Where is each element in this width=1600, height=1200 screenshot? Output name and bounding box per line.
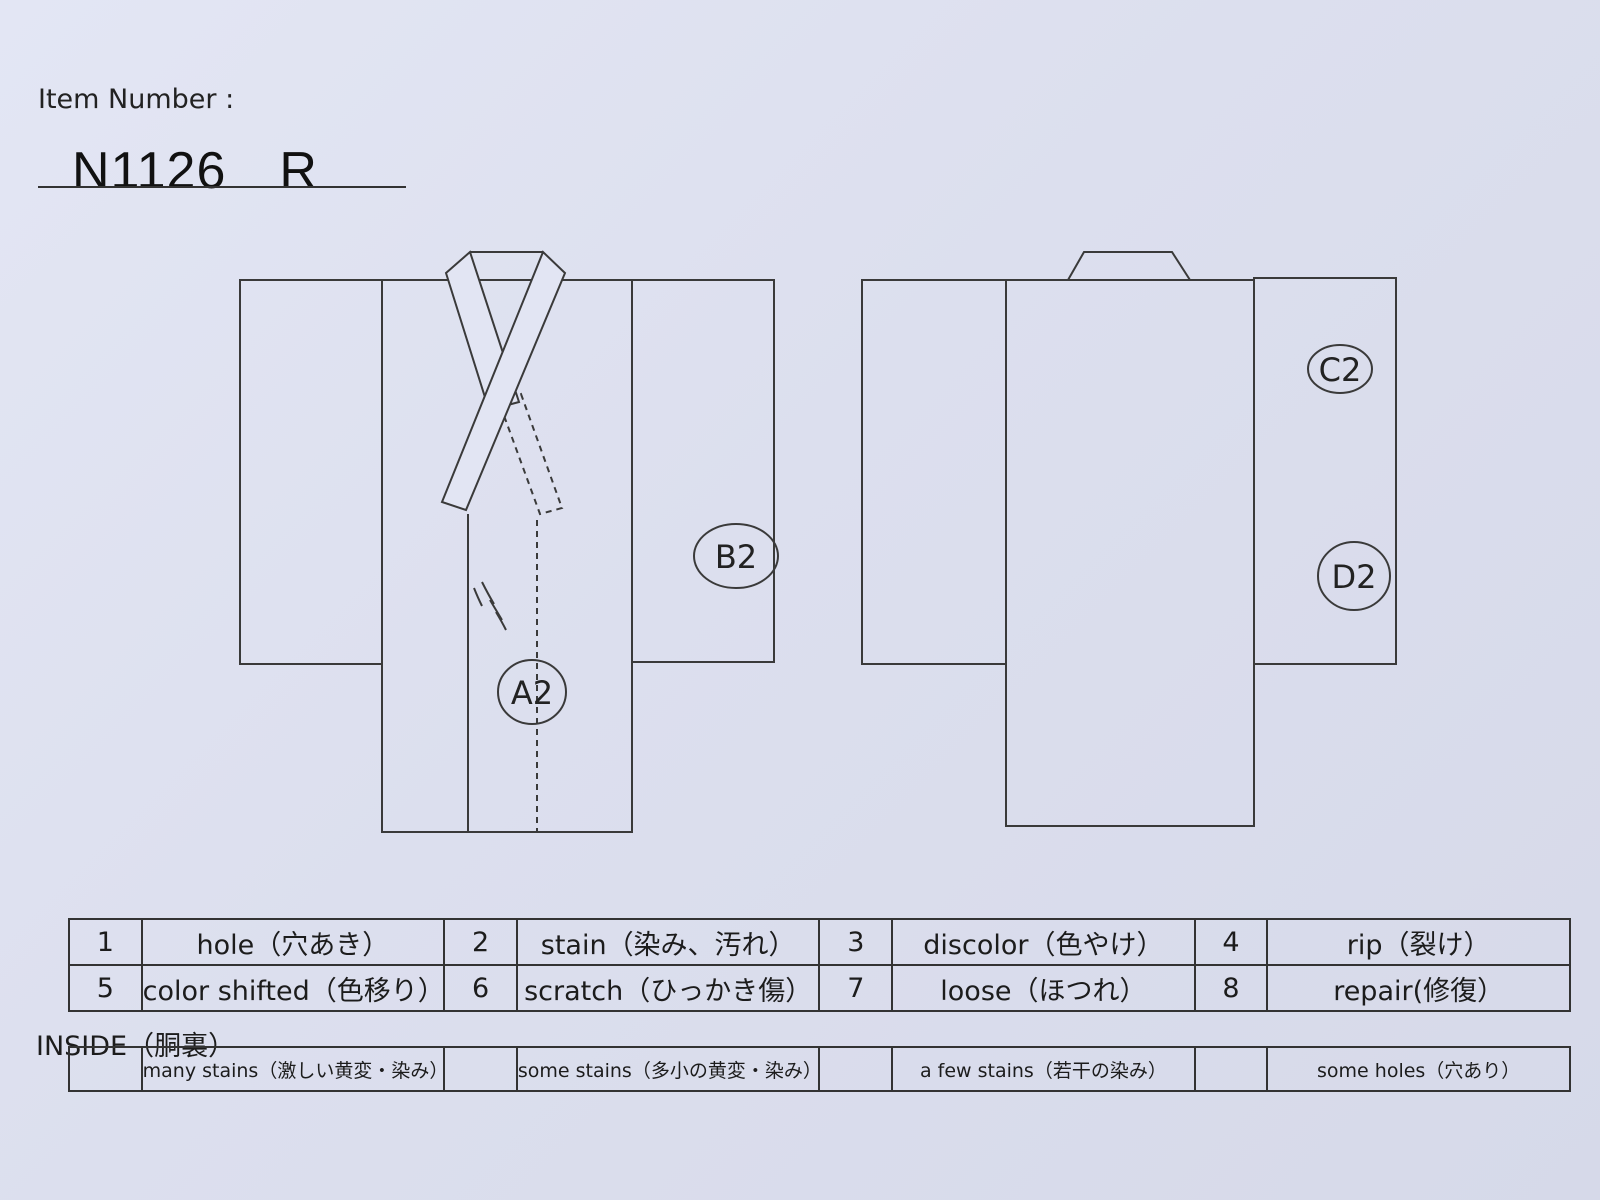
defect-number: 1 bbox=[68, 918, 143, 966]
mark-d2: D2 bbox=[1332, 558, 1377, 596]
defect-number: 2 bbox=[443, 918, 518, 966]
defect-label: discolor（色やけ） bbox=[891, 918, 1196, 966]
back-body bbox=[1005, 279, 1255, 827]
mark-circle-c2 bbox=[1307, 344, 1373, 394]
defect-label: stain（染み、汚れ） bbox=[515, 918, 821, 966]
front-inner-collar bbox=[497, 392, 564, 516]
kimono-front-view bbox=[239, 250, 779, 833]
defect-row: 5 color shifted（色移り） 6 scratch（ひっかき傷） 7 … bbox=[68, 964, 1571, 1012]
inside-checkbox-cell bbox=[68, 1046, 143, 1092]
item-number-label: Item Number : bbox=[38, 84, 235, 115]
defect-label: hole（穴あき） bbox=[140, 918, 446, 966]
defect-number: 4 bbox=[1193, 918, 1269, 966]
defect-label: repair(修復） bbox=[1266, 964, 1571, 1012]
defect-number: 3 bbox=[818, 918, 894, 966]
item-number-underline bbox=[38, 186, 406, 188]
mark-a2: A2 bbox=[511, 674, 553, 712]
defect-number: 5 bbox=[68, 964, 143, 1012]
kimono-back-view bbox=[861, 251, 1397, 827]
defect-row: 1 hole（穴あき） 2 stain（染み、汚れ） 3 discolor（色や… bbox=[68, 918, 1571, 966]
defect-code-table: 1 hole（穴あき） 2 stain（染み、汚れ） 3 discolor（色や… bbox=[68, 918, 1571, 1012]
inside-condition-table: many stains（激しい黄変・染み） some stains（多小の黄変・… bbox=[68, 1046, 1571, 1092]
item-number-value: N1126 R bbox=[72, 142, 318, 200]
defect-label: loose（ほつれ） bbox=[891, 964, 1196, 1012]
inside-checkbox-cell bbox=[1193, 1046, 1269, 1092]
defect-label: rip（裂け） bbox=[1266, 918, 1571, 966]
inside-condition-label: some stains（多小の黄変・染み） bbox=[515, 1046, 822, 1092]
mark-b2: B2 bbox=[715, 538, 757, 576]
inside-checkbox-cell bbox=[443, 1046, 518, 1092]
inside-checkbox-cell bbox=[818, 1046, 894, 1092]
back-right-sleeve bbox=[1253, 277, 1397, 665]
front-right-sleeve bbox=[631, 279, 775, 663]
defect-number: 8 bbox=[1193, 964, 1269, 1012]
defect-label: color shifted（色移り） bbox=[140, 964, 446, 1012]
front-collar-right bbox=[440, 250, 567, 512]
front-scratch-marks bbox=[473, 581, 507, 631]
defect-number: 6 bbox=[443, 964, 518, 1012]
mark-circle-b2 bbox=[693, 523, 779, 589]
inside-condition-label: a few stains（若干の染み） bbox=[891, 1046, 1196, 1092]
front-left-sleeve bbox=[239, 279, 383, 665]
mark-circle-d2 bbox=[1317, 541, 1391, 611]
inside-row: many stains（激しい黄変・染み） some stains（多小の黄変・… bbox=[68, 1046, 1571, 1092]
mark-circle-a2 bbox=[497, 659, 567, 725]
defect-label: scratch（ひっかき傷） bbox=[515, 964, 821, 1012]
mark-c2: C2 bbox=[1319, 351, 1362, 389]
inside-condition-label: some holes（穴あり） bbox=[1266, 1046, 1571, 1092]
defect-number: 7 bbox=[818, 964, 894, 1012]
back-collar bbox=[1066, 251, 1192, 281]
inside-condition-label: many stains（激しい黄変・染み） bbox=[140, 1046, 448, 1092]
back-left-sleeve bbox=[861, 279, 1007, 665]
kimono-diagram: A2 B2 C2 D2 bbox=[239, 250, 1397, 833]
